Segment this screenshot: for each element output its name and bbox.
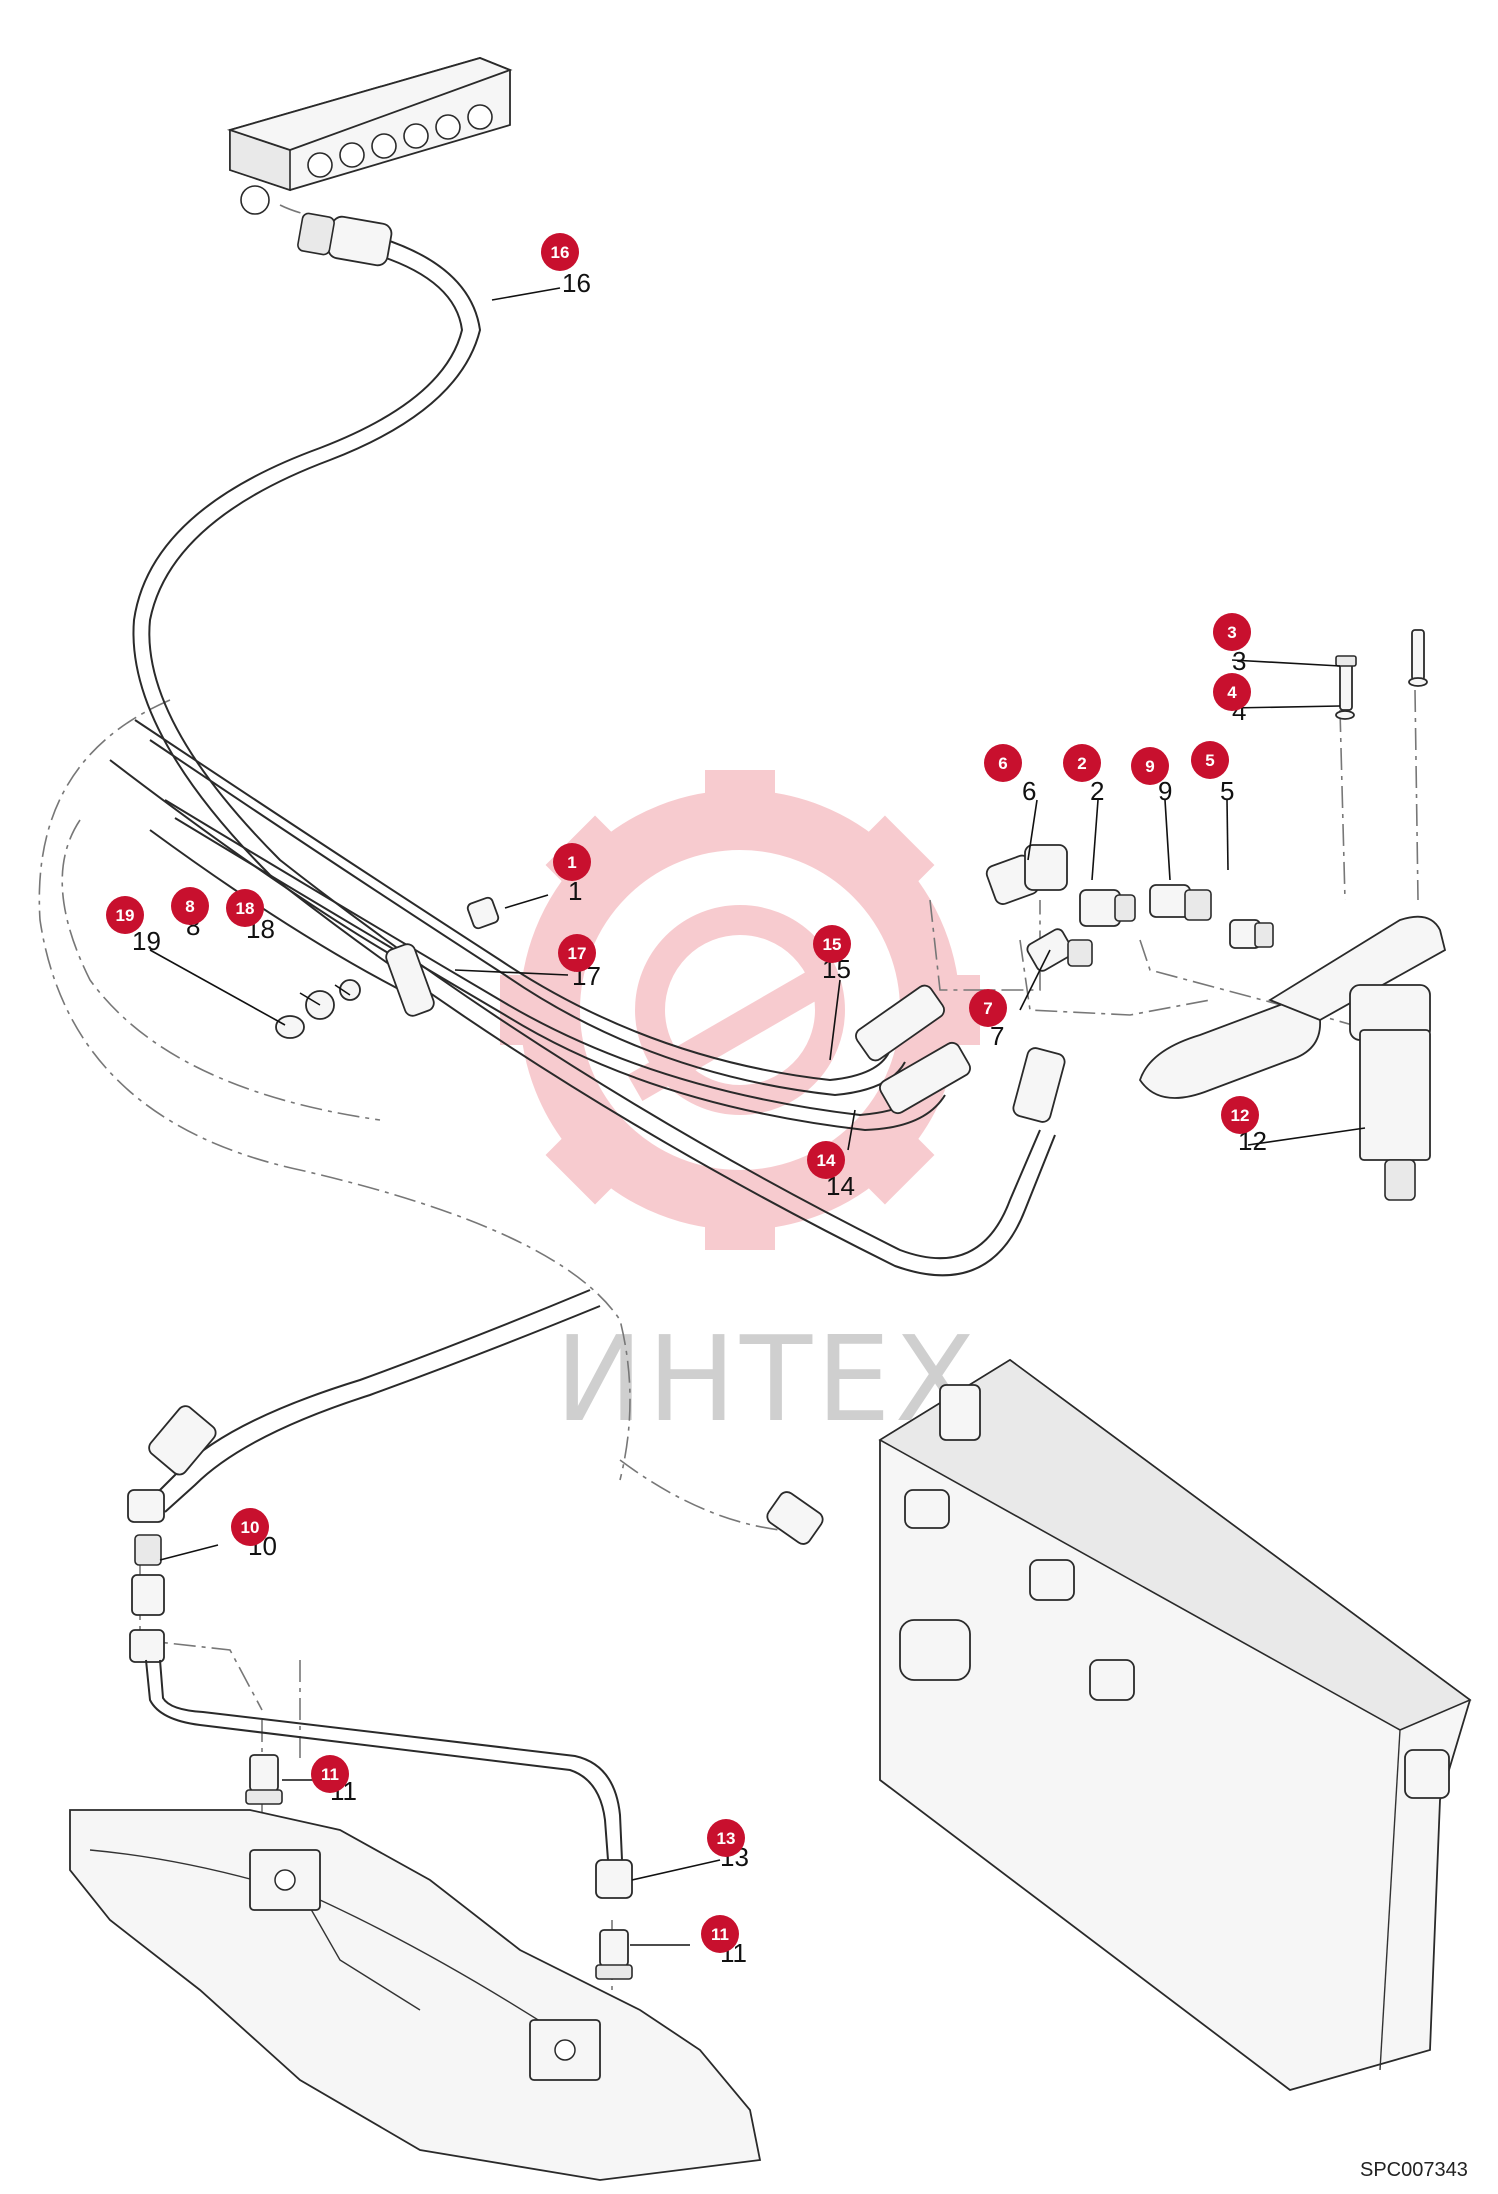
lower-hose	[127, 1289, 601, 1663]
callout-badge	[541, 233, 579, 271]
part-number-label: 3	[1232, 646, 1246, 676]
part-number-label: 9	[1158, 776, 1172, 806]
part-number-label: 5	[1220, 776, 1234, 806]
callout-badge-number: 4	[1227, 683, 1237, 702]
callout-badge	[226, 889, 264, 927]
pipe-13	[145, 1659, 633, 1899]
callout-badge	[984, 744, 1022, 782]
callout-badge	[311, 1755, 349, 1793]
callout-c8: 88	[171, 887, 209, 941]
callout-badge	[1131, 747, 1169, 785]
callout-c4: 44	[1213, 673, 1251, 726]
part-number-label: 16	[562, 268, 591, 298]
callout-badge-number: 13	[717, 1829, 736, 1848]
callout-badge-number: 16	[551, 243, 570, 262]
hose-16	[132, 212, 1066, 1277]
callout-badge-number: 11	[711, 1925, 729, 1944]
callout-badge-number: 7	[983, 999, 992, 1018]
callout-badge-number: 3	[1227, 623, 1236, 642]
callout-badge-number: 5	[1205, 751, 1214, 770]
callout-badge-number: 11	[321, 1765, 339, 1784]
callout-c5: 55	[1191, 741, 1234, 806]
leader-lines	[149, 287, 1366, 1946]
callout-badge	[813, 925, 851, 963]
callout-badge-number: 15	[823, 935, 842, 954]
callout-badge	[701, 1915, 739, 1953]
callout-c2: 22	[1063, 744, 1104, 806]
callout-badge	[969, 989, 1007, 1027]
callout-badge	[106, 896, 144, 934]
part-number-label: 6	[1022, 776, 1036, 806]
callout-c7: 77	[969, 989, 1007, 1051]
callouts: 1122334455667788991010111111111212131314…	[106, 233, 1267, 1968]
callout-c6: 66	[984, 744, 1036, 806]
callout-c3: 33	[1213, 613, 1251, 676]
drawing-code: SPC007343	[1360, 2159, 1468, 2181]
callout-badge-number: 19	[116, 906, 135, 925]
callout-badge-number: 6	[998, 754, 1007, 773]
callout-badge-number: 1	[567, 853, 576, 872]
part-number-label: 1	[568, 876, 582, 906]
callout-badge	[558, 934, 596, 972]
callout-badge	[707, 1819, 745, 1857]
callout-badge	[1213, 613, 1251, 651]
fittings-11	[245, 1754, 633, 1980]
callout-badge-number: 14	[817, 1151, 836, 1170]
callout-badge-number: 17	[568, 944, 587, 963]
callout-badge	[231, 1508, 269, 1546]
hand-pump-12	[1139, 629, 1447, 1201]
callout-c9: 99	[1131, 747, 1172, 806]
hydraulic-tank	[766, 1358, 1472, 2091]
callout-badge	[807, 1141, 845, 1179]
hose-bundle	[109, 719, 971, 1132]
callout-badge	[171, 887, 209, 925]
callout-badge	[1221, 1096, 1259, 1134]
fittings-row	[985, 844, 1274, 972]
callout-badge-number: 10	[241, 1518, 260, 1537]
callout-badge-number: 2	[1077, 754, 1086, 773]
bottom-frame	[69, 1809, 762, 2181]
callout-badge	[1191, 741, 1229, 779]
callout-badge-number: 9	[1145, 757, 1154, 776]
callout-badge	[1213, 673, 1251, 711]
part-number-label: 7	[990, 1021, 1004, 1051]
callout-badge-number: 8	[185, 897, 194, 916]
part-number-label: 2	[1090, 776, 1104, 806]
callout-c1: 11	[553, 843, 591, 906]
callout-badge	[553, 843, 591, 881]
part-number-label: 19	[132, 926, 161, 956]
callout-badge-number: 12	[1231, 1106, 1250, 1125]
callout-badge	[1063, 744, 1101, 782]
callout-badge-number: 18	[236, 899, 255, 918]
distribution-block	[226, 57, 513, 215]
